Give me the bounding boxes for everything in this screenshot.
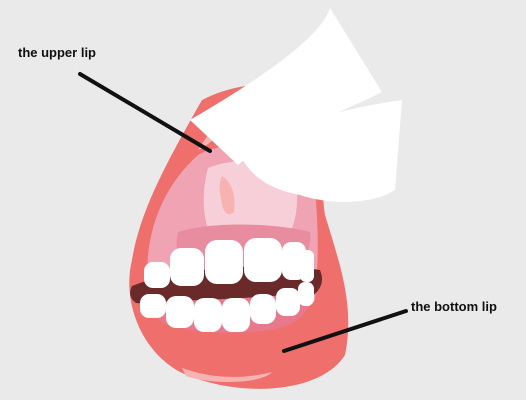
lower-tooth [298,282,314,306]
upper-tooth [244,238,282,282]
upper-tooth [170,248,204,286]
upper-lip-leader-line [80,74,210,151]
upper-tooth [144,262,170,288]
lower-tooth [250,294,276,324]
bottom-lip-label: the bottom lip [411,299,497,315]
upper-tooth [205,240,243,284]
lower-tooth [222,298,250,332]
upper-lip-label: the upper lip [18,45,96,61]
lower-tooth [194,298,222,332]
lower-tooth [276,288,300,316]
upper-tooth [300,250,314,282]
lower-tooth [166,296,194,328]
lower-tooth [140,294,166,318]
